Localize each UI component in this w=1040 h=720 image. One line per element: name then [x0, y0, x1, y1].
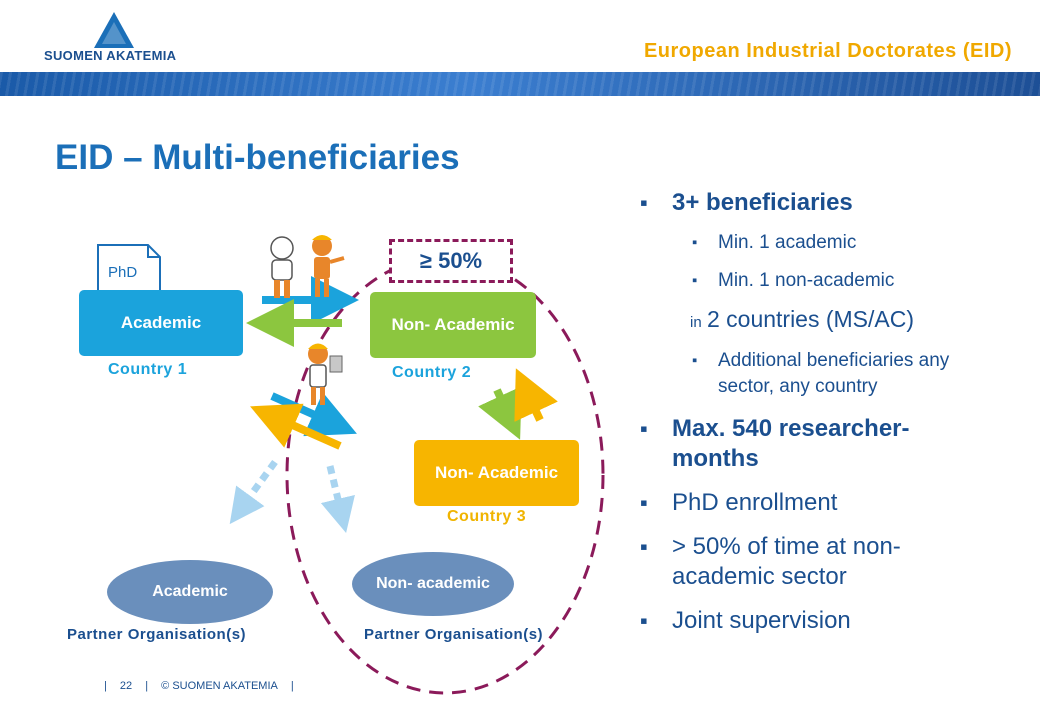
header-title: European Industrial Doctorates (EID) — [643, 40, 1012, 62]
footer-divider: | — [145, 680, 149, 692]
country-1-label: Country 1 — [108, 361, 188, 378]
partner-label-1: Partner Organisation(s) — [67, 626, 247, 643]
suomen-akatemia-logo — [94, 12, 134, 48]
footer-divider: | — [290, 680, 294, 692]
header-band — [0, 72, 1040, 96]
phd-document-icon — [97, 244, 161, 293]
non-academic-beneficiary-box-2: Non- Academic — [414, 440, 579, 506]
partner-academic-oval: Academic — [107, 560, 273, 624]
page-number: 22 — [119, 680, 133, 692]
non-academic-share-ellipse — [285, 255, 605, 695]
academic-beneficiary-box: Academic — [79, 290, 243, 356]
sub-bullet-additional: Additional beneficiaries any sector, any… — [640, 348, 958, 400]
bullet-joint-supervision: Joint supervision — [640, 606, 1030, 636]
partner-non-academic-oval: Non- academic — [352, 552, 514, 616]
country-3-label: Country 3 — [447, 508, 527, 525]
bullet-phd-enrollment: PhD enrollment — [640, 488, 1030, 518]
footer: | 22 | © SUOMEN AKATEMIA | — [104, 680, 304, 692]
in-word: in — [690, 314, 702, 331]
bullet-beneficiaries: 3+ beneficiaries — [640, 188, 1030, 218]
non-academic-beneficiary-box-1: Non- Academic — [370, 292, 536, 358]
bullet-time-non-academic: > 50% of time at non-academic sector — [640, 532, 982, 592]
countries-text: 2 countries (MS/AC) — [706, 306, 915, 332]
country-2-label: Country 2 — [392, 364, 472, 381]
footer-divider: | — [104, 680, 107, 692]
logo-text: SUOMEN AKATEMIA — [44, 48, 177, 63]
sub-line-countries: in 2 countries (MS/AC) — [640, 306, 1030, 336]
copyright: © SUOMEN AKATEMIA — [161, 680, 278, 692]
researcher-figure — [308, 343, 343, 405]
header-band-texture — [0, 72, 1040, 96]
partner-label-2: Partner Organisation(s) — [364, 626, 544, 643]
sub-bullet-min-non-academic: Min. 1 non-academic — [640, 268, 1030, 294]
phd-label: PhD — [108, 264, 138, 281]
bullet-list: 3+ beneficiaries Min. 1 academic Min. 1 … — [640, 188, 1030, 636]
sub-bullet-min-academic: Min. 1 academic — [640, 230, 1030, 256]
slide-title: EID – Multi-beneficiaries — [55, 138, 460, 177]
non-academic-share-label: ≥ 50% — [389, 239, 513, 283]
bullet-researcher-months: Max. 540 researcher-months — [640, 414, 972, 474]
researcher-figures — [270, 235, 345, 298]
